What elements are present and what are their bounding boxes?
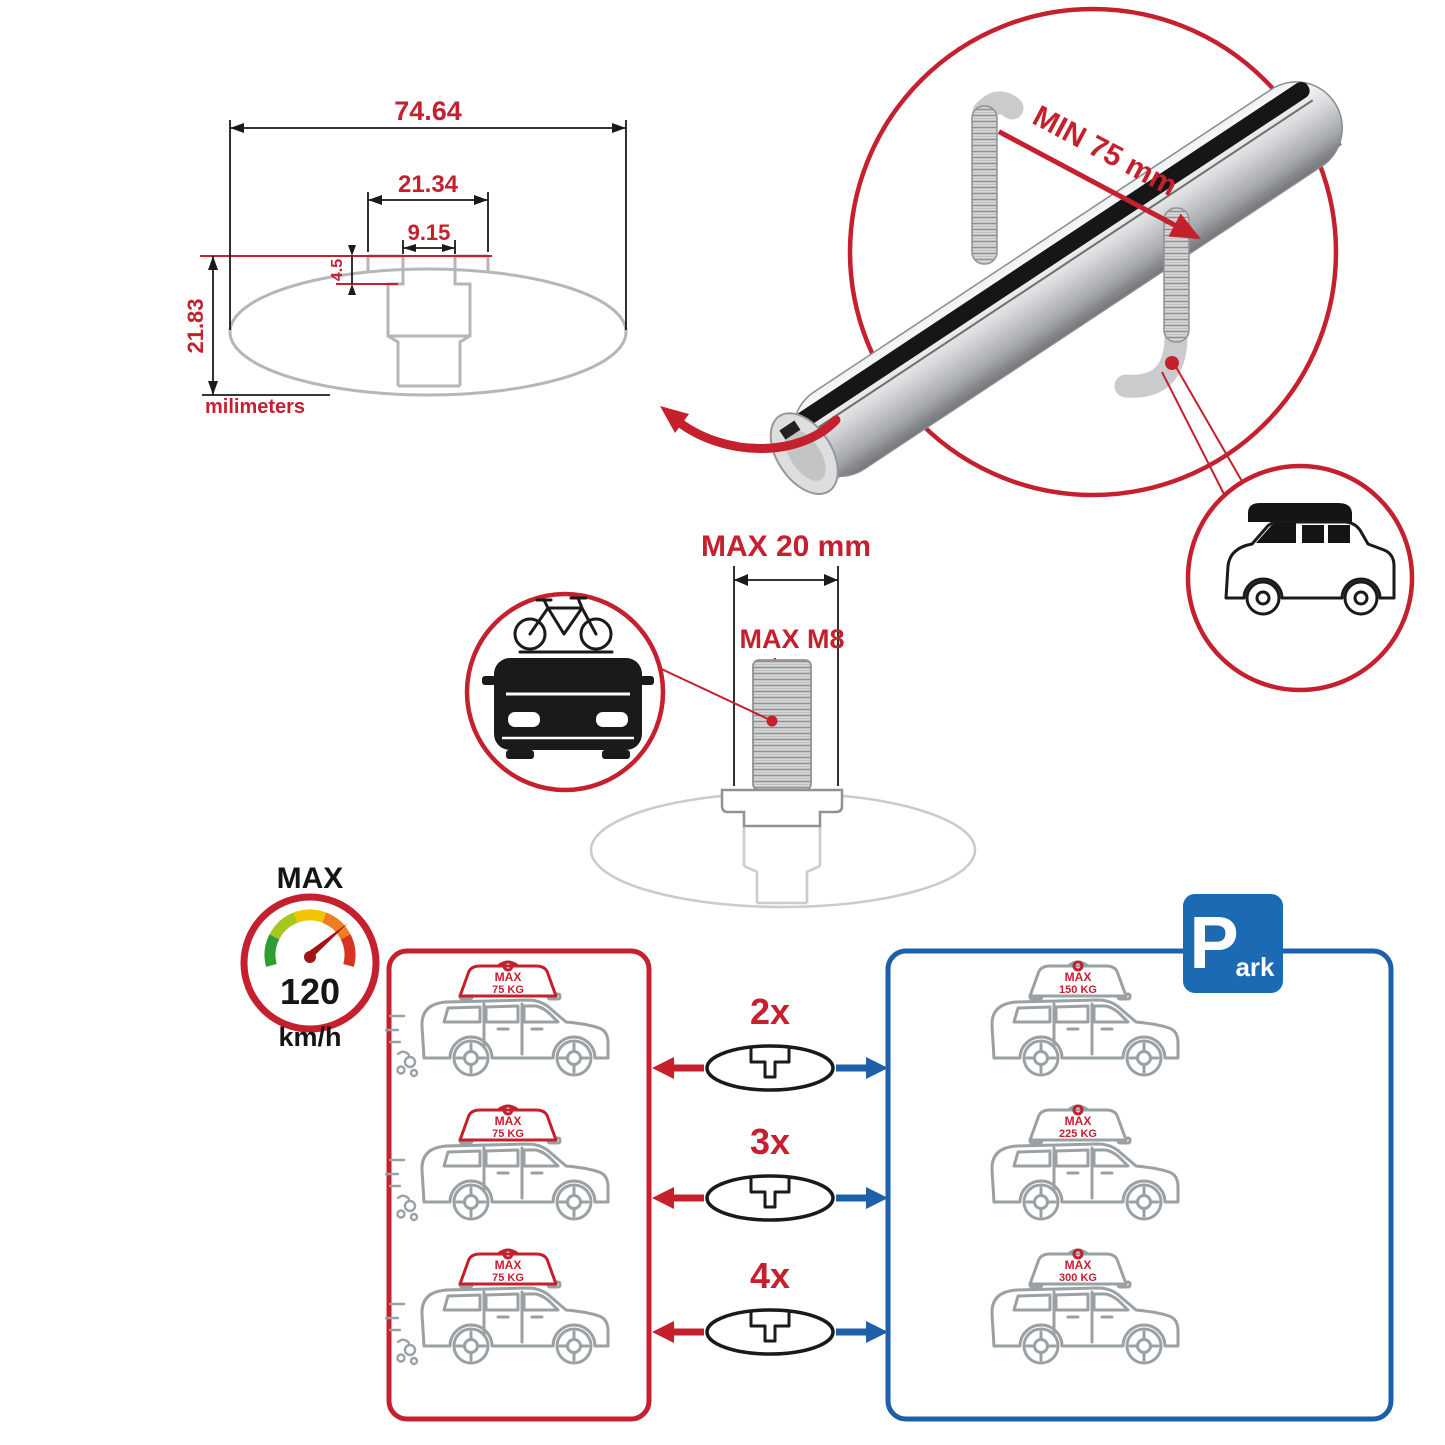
speed-max-label: MAX [277,862,344,895]
bike-car-callout [464,591,769,793]
roof-cargo-bag: MAX 150 KG [1028,960,1128,998]
bar-cross-section-ellipse [228,267,628,397]
dim-channel-opening: 9.15 [402,220,456,254]
cargo-load-value: 225 KG [1059,1128,1097,1140]
units-label: milimeters [205,396,305,418]
cargo-max-label: MAX [1065,1258,1092,1272]
red-arrow-left [652,1187,674,1209]
dim-channel-outer-label: 21.34 [398,171,459,198]
bolt-diagram: MAX 20 mm MAX M8 [589,530,977,909]
cargo-max-label: MAX [495,970,522,984]
park-sign: P ark [1183,894,1283,993]
bar-count-row-2x: 2x [652,991,888,1092]
roof-cargo-bag: MAX 75 KG [458,1248,558,1286]
speed-limit-gauge: MAX 120 km/h [240,862,380,1052]
driving-limits-panel: MAX 75 KG MAX 75 KG MAX 75 KG [384,948,652,1422]
car-driving-4-bars: MAX 75 KG [384,1248,608,1366]
dim-bolt-length [733,566,839,786]
cargo-load-value: 300 KG [1059,1272,1097,1284]
dim-total-width: 74.64 [229,96,627,330]
park-sign-board [1183,894,1283,993]
roof-cargo-bag: MAX 75 KG [458,1104,558,1142]
car-front-icon [482,658,654,759]
cargo-max-label: MAX [1065,1114,1092,1128]
bar-count-column: 2x 3x 4x [652,991,888,1356]
park-sign-letter: P [1189,901,1238,984]
parking-limits-panel: MAX 150 KG MAX 225 KG MAX 300 KG [885,894,1394,1422]
car-parked-4-bars: MAX 300 KG [992,1248,1178,1363]
magnifier-circle [847,6,1339,498]
car-driving-3-bars: MAX 75 KG [384,1104,608,1222]
speed-unit: km/h [278,1022,341,1052]
blue-arrow-right [866,1057,888,1079]
roof-cargo-bag: MAX 225 KG [1028,1104,1128,1142]
dim-total-height: 21.83 [183,256,218,395]
dim-channel-outer: 21.34 [367,171,489,252]
bar-count-row-3x: 3x [652,1121,888,1222]
cargo-load-value: 150 KG [1059,984,1097,996]
bike-callout-leader [654,665,769,720]
callout-leader-2 [1161,371,1226,497]
roof-cargo-bag: MAX 75 KG [458,960,558,998]
crossbar-section-icon [705,1174,835,1222]
blue-arrow-right [866,1321,888,1343]
cargo-load-value: 75 KG [492,1272,524,1284]
blue-arrow-right [866,1187,888,1209]
aluminum-bar-render [769,81,1343,495]
cross-section-diagram: 74.64 21.34 9.15 4.5 [183,96,628,418]
park-sign-suffix: ark [1235,952,1275,982]
red-arrow-left [652,1057,674,1079]
bar-count-label: 4x [750,1255,790,1296]
t-slot-profile [366,254,490,388]
cargo-load-value: 75 KG [492,984,524,996]
crossbar-section-icon [705,1044,835,1092]
thread-point-dot [766,715,778,727]
max-thread-label: MAX M8 [739,624,844,654]
red-arrow-left [652,1321,674,1343]
dim-lip-depth: 4.5 [329,245,356,295]
bicycle-icon [513,596,614,654]
clamp-rod-left-icon [971,91,1024,265]
dim-channel-opening-label: 9.15 [408,220,451,245]
bar-count-label: 2x [750,991,790,1032]
callout-leader-1 [1175,366,1244,484]
cargo-max-label: MAX [1065,970,1092,984]
cargo-max-label: MAX [495,1258,522,1272]
speed-value: 120 [280,971,340,1012]
gauge-arcs [264,909,356,967]
cargo-load-value: 75 KG [492,1128,524,1140]
clamp-point-dot [1165,356,1179,370]
max-length-label: MAX 20 mm [701,530,871,563]
dim-lip-depth-label: 4.5 [329,259,346,281]
dim-total-width-label: 74.64 [394,96,462,126]
car-parked-3-bars: MAX 225 KG [992,1104,1178,1219]
car-driving-2-bars: MAX 75 KG [384,960,608,1078]
car-parked-2-bars: MAX 150 KG [992,960,1178,1075]
bar-count-row-4x: 4x [652,1255,888,1356]
gauge-needle [308,923,348,958]
bar-count-label: 3x [750,1121,790,1162]
crossbar-section-icon [705,1308,835,1356]
roof-cargo-bag: MAX 300 KG [1028,1248,1128,1286]
suv-with-roofbox-icon [1224,503,1396,616]
bar-to-section-arrow [660,406,841,453]
threaded-bolt-icon [720,659,844,828]
dim-total-height-label: 21.83 [183,298,208,353]
roofbox-car-callout [1185,463,1415,693]
cargo-max-label: MAX [495,1114,522,1128]
